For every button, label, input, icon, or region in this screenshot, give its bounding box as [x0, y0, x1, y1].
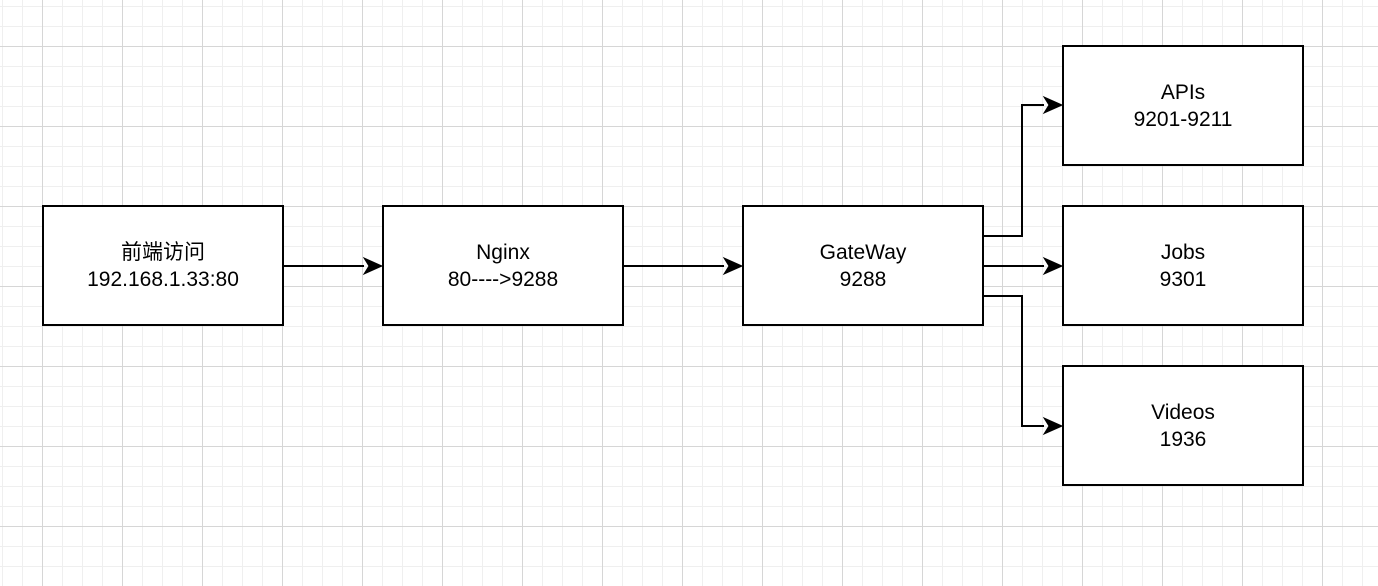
- node-jobs-title: Jobs: [1160, 240, 1206, 264]
- arrowhead-icon: [1042, 95, 1064, 115]
- node-apis-title: APIs: [1160, 80, 1206, 104]
- node-videos[interactable]: Videos 1936: [1062, 365, 1304, 486]
- edge-gateway-to-jobs[interactable]: [984, 256, 1064, 276]
- node-apis[interactable]: APIs 9201-9211: [1062, 45, 1304, 166]
- edge-nginx-to-gateway[interactable]: [624, 256, 744, 276]
- node-nginx-title: Nginx: [476, 240, 530, 264]
- node-gateway-title: GateWay: [819, 240, 907, 264]
- arrowhead-icon: [1042, 256, 1064, 276]
- node-videos-title: Videos: [1151, 400, 1215, 424]
- node-nginx-subtitle: 80---->9288: [447, 267, 559, 291]
- node-videos-subtitle: 1936: [1159, 427, 1207, 451]
- arrowhead-icon: [1042, 416, 1064, 436]
- connector-line: [984, 295, 1044, 427]
- node-gateway[interactable]: GateWay 9288: [742, 205, 984, 326]
- node-gateway-subtitle: 9288: [839, 267, 887, 291]
- connector-line: [984, 104, 1044, 237]
- arrowhead-icon: [722, 256, 744, 276]
- edge-gateway-to-apis[interactable]: [984, 95, 1064, 237]
- edge-frontend-to-nginx[interactable]: [284, 256, 384, 276]
- node-jobs[interactable]: Jobs 9301: [1062, 205, 1304, 326]
- edge-gateway-to-videos[interactable]: [984, 295, 1064, 436]
- node-frontend[interactable]: 前端访问 192.168.1.33:80: [42, 205, 284, 326]
- node-apis-subtitle: 9201-9211: [1133, 107, 1233, 131]
- node-nginx[interactable]: Nginx 80---->9288: [382, 205, 624, 326]
- node-frontend-title: 前端访问: [121, 240, 205, 264]
- node-frontend-subtitle: 192.168.1.33:80: [87, 267, 239, 291]
- node-jobs-subtitle: 9301: [1159, 267, 1207, 291]
- arrowhead-icon: [362, 256, 384, 276]
